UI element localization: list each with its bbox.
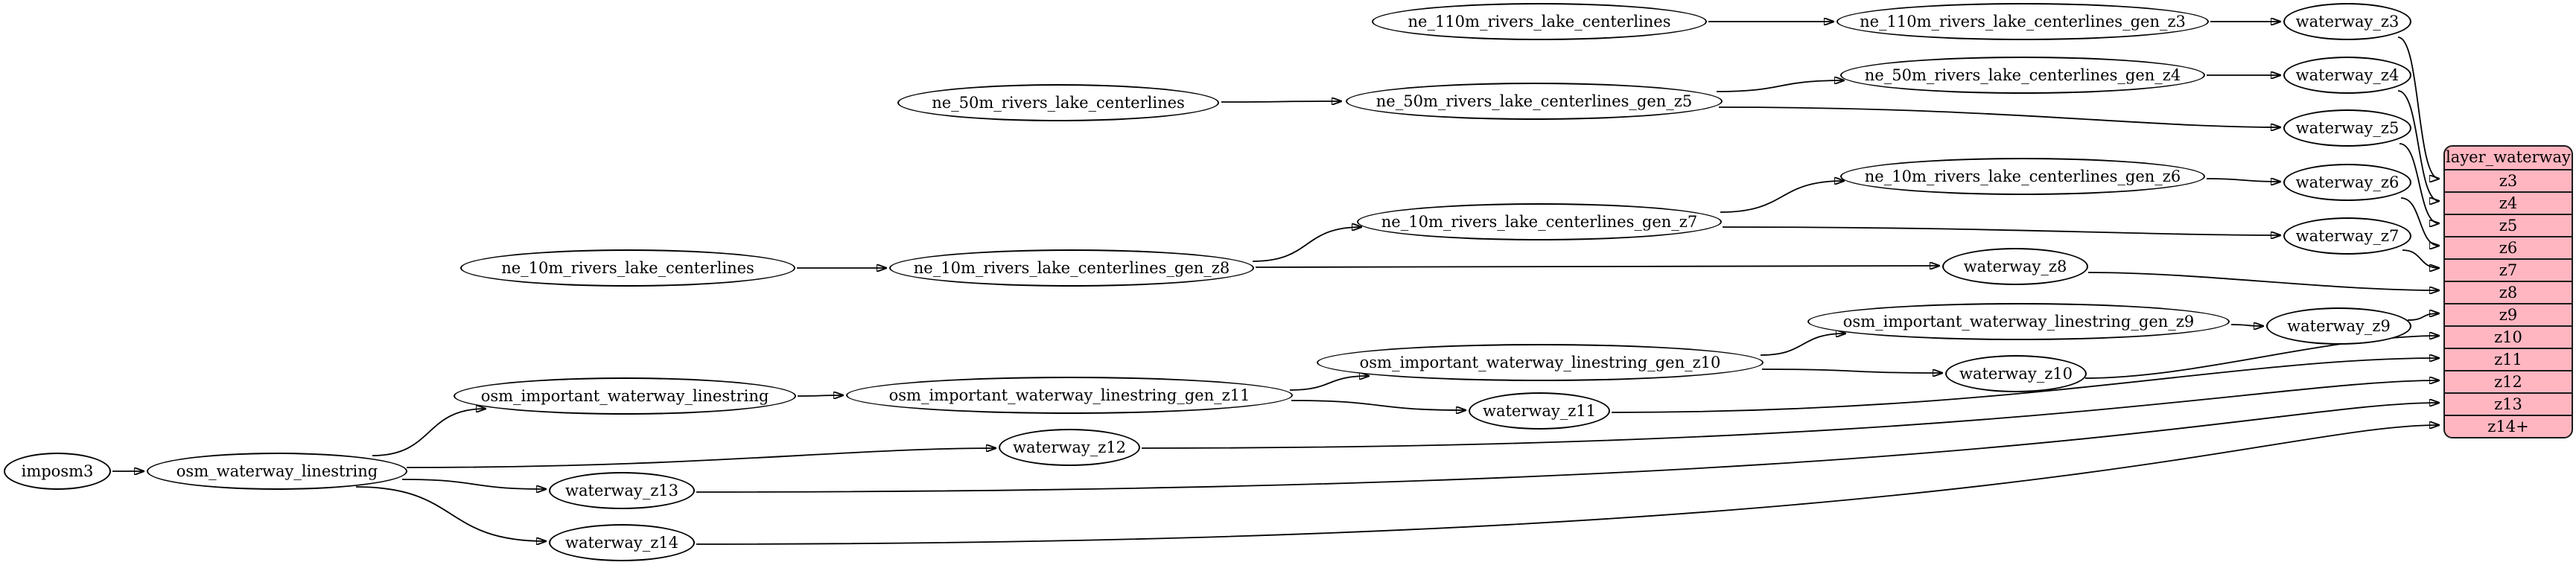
record-title: layer_waterway — [2446, 148, 2571, 166]
node-label: ne_110m_rivers_lake_centerlines_gen_z3 — [1860, 13, 2186, 31]
edge-waterway_z13--layer_waterway-z13 — [696, 403, 2439, 493]
node-ne_10m_rivers_lake_centerlines: ne_10m_rivers_lake_centerlines — [460, 249, 795, 287]
edge-osm_waterway_linestring--osm_important_waterway_linestring — [372, 409, 486, 456]
edge-osm_important_waterway_linestring_gen_z9--waterway_z9 — [2230, 325, 2263, 326]
node-label: ne_50m_rivers_lake_centerlines_gen_z5 — [1376, 92, 1693, 110]
node-waterway_z4: waterway_z4 — [2283, 57, 2411, 94]
node-waterway_z3: waterway_z3 — [2283, 3, 2411, 40]
node-osm_waterway_linestring: osm_waterway_linestring — [147, 453, 407, 490]
node-label: waterway_z12 — [1012, 438, 1127, 456]
edge-waterway_z4--layer_waterway-z4 — [2397, 90, 2439, 201]
node-label: ne_10m_rivers_lake_centerlines — [501, 259, 754, 277]
node-waterway_z8: waterway_z8 — [1942, 248, 2088, 285]
edge-ne_10m_rivers_lake_centerlines_gen_z7--ne_10m_rivers_lake_centerlines_gen_z6 — [1720, 181, 1844, 213]
node-label: osm_important_waterway_linestring_gen_z1… — [888, 386, 1250, 404]
node-label: ne_10m_rivers_lake_centerlines_gen_z7 — [1381, 213, 1698, 231]
node-waterway_z5: waterway_z5 — [2283, 109, 2411, 147]
node-waterway_z10: waterway_z10 — [1945, 355, 2087, 392]
edge-waterway_z6--layer_waterway-z6 — [2400, 197, 2439, 246]
node-ne_10m_rivers_lake_centerlines_gen_z8: ne_10m_rivers_lake_centerlines_gen_z8 — [889, 249, 1254, 287]
edge-osm_important_waterway_linestring_gen_z11--osm_important_waterway_linestring_gen_z10 — [1289, 376, 1369, 391]
node-ne_50m_rivers_lake_centerlines_gen_z5: ne_50m_rivers_lake_centerlines_gen_z5 — [1346, 83, 1723, 120]
node-waterway_z14: waterway_z14 — [549, 524, 695, 561]
record-row-z14plus: z14+ — [2445, 415, 2572, 437]
edge-ne_10m_rivers_lake_centerlines_gen_z8--ne_10m_rivers_lake_centerlines_gen_z7 — [1252, 227, 1361, 262]
record-row-z4: z4 — [2445, 191, 2572, 214]
record-row-z9: z9 — [2445, 303, 2572, 325]
edge-waterway_z14--layer_waterway-z14 — [696, 425, 2439, 545]
node-label: ne_50m_rivers_lake_centerlines_gen_z4 — [1864, 66, 2181, 84]
edge-waterway_z8--layer_waterway-z8 — [2087, 272, 2439, 290]
node-waterway_z7: waterway_z7 — [2283, 217, 2411, 255]
edge-waterway_z11--layer_waterway-z11 — [1611, 358, 2439, 413]
edge-osm_waterway_linestring--waterway_z12 — [406, 448, 996, 468]
node-label: waterway_z3 — [2295, 13, 2400, 31]
node-label: waterway_z14 — [565, 534, 679, 552]
node-label: ne_110m_rivers_lake_centerlines — [1408, 13, 1671, 31]
record-row-z12: z12 — [2445, 370, 2572, 392]
node-label: waterway_z5 — [2295, 119, 2400, 137]
record-layer_waterway: layer_waterway z3 z4 z5 z6 z7 z8 z9 z10 … — [2443, 145, 2573, 438]
edge-osm_waterway_linestring--waterway_z13 — [401, 479, 546, 489]
edge-osm_important_waterway_linestring_gen_z10--waterway_z10 — [1761, 368, 1942, 373]
edge-osm_important_waterway_linestring_gen_z10--osm_important_waterway_linestring_gen_z9 — [1760, 334, 1845, 356]
edge-osm_important_waterway_linestring--osm_important_waterway_linestring_gen_z11 — [797, 395, 843, 396]
node-label: osm_waterway_linestring — [176, 462, 378, 480]
node-label: osm_important_waterway_linestring_gen_z9 — [1842, 313, 2195, 331]
node-label: imposm3 — [21, 462, 94, 480]
node-osm_important_waterway_linestring_gen_z10: osm_important_waterway_linestring_gen_z1… — [1317, 344, 1764, 381]
node-label: osm_important_waterway_linestring_gen_z1… — [1359, 354, 1721, 371]
record-row-z6: z6 — [2445, 236, 2572, 258]
edge-waterway_z9--layer_waterway-z9 — [2407, 313, 2439, 321]
record-row-z3: z3 — [2445, 169, 2572, 191]
node-waterway_z6: waterway_z6 — [2283, 164, 2411, 201]
node-label: waterway_z7 — [2295, 227, 2400, 245]
node-label: waterway_z6 — [2295, 173, 2400, 191]
node-waterway_z12: waterway_z12 — [999, 429, 1140, 466]
edge-osm_important_waterway_linestring_gen_z11--waterway_z11 — [1291, 400, 1466, 410]
node-label: waterway_z11 — [1482, 402, 1597, 420]
node-ne_10m_rivers_lake_centerlines_gen_z6: ne_10m_rivers_lake_centerlines_gen_z6 — [1840, 158, 2205, 195]
edge-ne_10m_rivers_lake_centerlines_gen_z8--waterway_z8 — [1255, 266, 1939, 267]
node-imposm3: imposm3 — [4, 453, 111, 490]
node-ne_110m_rivers_lake_centerlines_gen_z3: ne_110m_rivers_lake_centerlines_gen_z3 — [1836, 3, 2209, 40]
record-row-z8: z8 — [2445, 281, 2572, 303]
edge-waterway_z10--layer_waterway-z10 — [2084, 336, 2439, 379]
edge-osm_waterway_linestring--waterway_z14 — [355, 486, 546, 541]
node-waterway_z13: waterway_z13 — [549, 472, 695, 509]
edge-ne_10m_rivers_lake_centerlines_gen_z7--waterway_z7 — [1722, 226, 2280, 235]
edge-ne_50m_rivers_lake_centerlines_gen_z5--waterway_z5 — [1718, 106, 2280, 127]
record-row-z5: z5 — [2445, 214, 2572, 236]
record-row-z10: z10 — [2445, 325, 2572, 348]
record-row-z7: z7 — [2445, 258, 2572, 281]
edge-waterway_z12--layer_waterway-z12 — [1141, 380, 2439, 449]
node-label: waterway_z13 — [565, 482, 679, 500]
edge-waterway_z3--layer_waterway-z3 — [2397, 36, 2439, 179]
edge-ne_50m_rivers_lake_centerlines--ne_50m_rivers_lake_centerlines_gen_z5 — [1221, 101, 1341, 102]
edge-waterway_z5--layer_waterway-z5 — [2399, 143, 2439, 223]
node-label: ne_50m_rivers_lake_centerlines — [932, 94, 1185, 112]
node-waterway_z11: waterway_z11 — [1469, 392, 1610, 430]
edge-ne_10m_rivers_lake_centerlines_gen_z6--waterway_z6 — [2206, 179, 2280, 182]
node-label: osm_important_waterway_linestring — [480, 387, 769, 405]
node-osm_important_waterway_linestring_gen_z9: osm_important_waterway_linestring_gen_z9 — [1807, 303, 2230, 340]
node-ne_50m_rivers_lake_centerlines_gen_z4: ne_50m_rivers_lake_centerlines_gen_z4 — [1840, 57, 2205, 94]
node-ne_10m_rivers_lake_centerlines_gen_z7: ne_10m_rivers_lake_centerlines_gen_z7 — [1357, 203, 1722, 240]
node-ne_110m_rivers_lake_centerlines: ne_110m_rivers_lake_centerlines — [1372, 3, 1707, 40]
node-label: waterway_z8 — [1963, 258, 2067, 275]
edge-ne_50m_rivers_lake_centerlines_gen_z5--ne_50m_rivers_lake_centerlines_gen_z4 — [1716, 80, 1844, 92]
node-osm_important_waterway_linestring: osm_important_waterway_linestring — [454, 377, 796, 415]
record-row-z11: z11 — [2445, 348, 2572, 370]
node-waterway_z9: waterway_z9 — [2266, 307, 2411, 345]
node-label: waterway_z10 — [1959, 365, 2073, 383]
node-label: waterway_z9 — [2287, 317, 2391, 335]
node-label: waterway_z4 — [2295, 66, 2400, 84]
node-label: ne_10m_rivers_lake_centerlines_gen_z6 — [1864, 167, 2181, 185]
edge-waterway_z7--layer_waterway-z7 — [2402, 249, 2439, 268]
node-label: ne_10m_rivers_lake_centerlines_gen_z8 — [913, 259, 1230, 277]
node-osm_important_waterway_linestring_gen_z11: osm_important_waterway_linestring_gen_z1… — [846, 377, 1293, 414]
node-ne_50m_rivers_lake_centerlines: ne_50m_rivers_lake_centerlines — [897, 84, 1219, 121]
record-row-z13: z13 — [2445, 392, 2572, 415]
